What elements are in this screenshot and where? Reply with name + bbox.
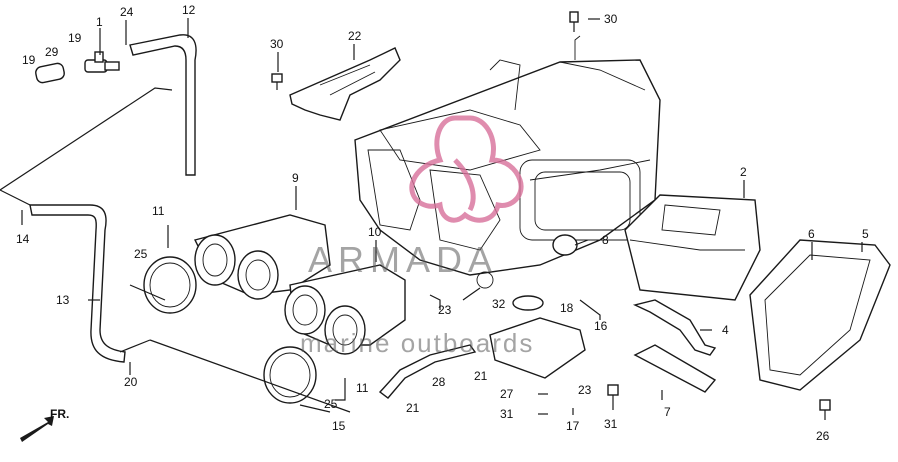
air-element-2: [624, 194, 761, 301]
tube-29: [35, 62, 65, 84]
callout-30-top: 30: [604, 12, 618, 26]
band-clamp-upper: [129, 256, 197, 314]
callout-7: 7: [664, 405, 671, 419]
bolt-30-left: [271, 73, 283, 90]
callout-20: 20: [124, 375, 138, 389]
callout-19-right: 19: [68, 31, 82, 45]
breather-hose-12: [129, 34, 197, 176]
callout-32: 32: [492, 297, 506, 311]
front-direction-label: FR.: [50, 407, 69, 421]
callout-23-left: 23: [438, 303, 452, 317]
callout-22: 22: [348, 29, 362, 43]
callout-27: 27: [500, 387, 514, 401]
callout-11-upper: 11: [152, 204, 165, 218]
callout-9: 9: [292, 171, 299, 185]
callout-11-lower: 11: [356, 381, 369, 395]
callout-6: 6: [808, 227, 815, 241]
grommet-18: [512, 295, 544, 311]
callout-30-left: 30: [270, 37, 284, 51]
armada-watermark: ARMADA marine outboards: [300, 115, 534, 358]
leader-lines: [0, 18, 863, 415]
insulator-10: [284, 264, 406, 355]
joint-1: [84, 51, 120, 73]
band-clamp-lower: [263, 346, 331, 413]
insulator-9: [193, 214, 331, 300]
callout-21-left: 21: [406, 401, 420, 415]
drain-case-17: [489, 317, 586, 379]
callout-18: 18: [560, 301, 574, 315]
callout-23-right: 23: [578, 383, 592, 397]
callout-8: 8: [602, 233, 609, 247]
callout-17: 17: [566, 419, 580, 433]
callout-13: 13: [56, 293, 70, 307]
bracket-22: [289, 47, 401, 121]
callout-10: 10: [368, 225, 382, 239]
breather-hose-13: [29, 204, 126, 363]
bolt-30-top: [569, 11, 579, 32]
pad-7: [633, 344, 717, 393]
callout-16: 16: [594, 319, 608, 333]
watermark-brand: ARMADA: [308, 239, 498, 280]
callout-19-left: 19: [22, 53, 36, 67]
armada-logo: [409, 115, 524, 223]
callout-21-right: 21: [474, 369, 488, 383]
callout-15: 15: [332, 419, 346, 433]
holder-4: [632, 299, 717, 356]
callout-2: 2: [740, 165, 747, 179]
callout-4: 4: [722, 323, 729, 337]
bolt-31: [607, 384, 619, 410]
callout-5: 5: [862, 227, 869, 241]
callout-31-right: 31: [604, 417, 618, 431]
watermark-tagline: marine outboards: [300, 328, 534, 358]
bolt-26: [819, 399, 831, 420]
callout-1: 1: [96, 15, 103, 29]
callout-31-left: 31: [500, 407, 514, 421]
callout-24: 24: [120, 5, 134, 19]
plug-8: [552, 234, 578, 256]
hose-28: [378, 344, 477, 399]
callout-14: 14: [16, 232, 30, 246]
callout-29: 29: [45, 45, 59, 59]
callout-25-lower: 25: [324, 397, 338, 411]
callout-28: 28: [432, 375, 446, 389]
front-direction-marker: FR.: [20, 407, 69, 442]
callout-25-upper: 25: [134, 247, 148, 261]
element-cover-6: [749, 239, 891, 391]
callout-12: 12: [182, 3, 196, 17]
callout-labels: 1 24 12 29 19 19 30 30 22 2 6 5 8 9 10 1…: [16, 3, 869, 443]
callout-26: 26: [816, 429, 830, 443]
